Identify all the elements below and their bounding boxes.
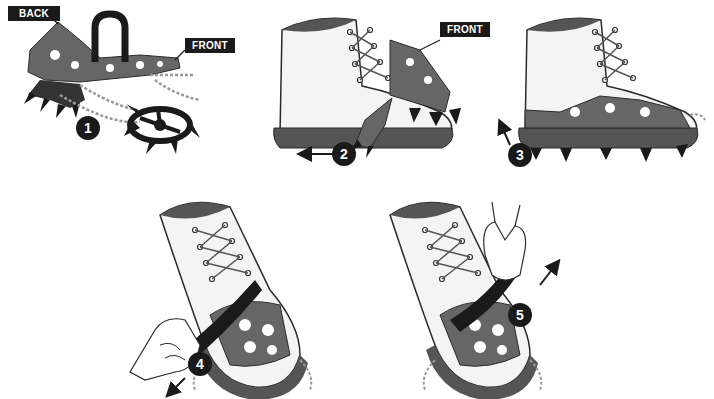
boot-step-four — [130, 203, 311, 399]
boot-step-three — [500, 18, 705, 162]
boot-step-two — [274, 18, 460, 158]
callout-number: 3 — [516, 147, 524, 163]
callout-number: 2 — [340, 146, 348, 162]
callout-number: 1 — [84, 120, 92, 136]
crampon — [24, 14, 200, 154]
callout-number: 5 — [516, 307, 524, 323]
direction-tag: FRONT — [440, 22, 490, 37]
step-number: 1 — [76, 116, 100, 140]
callout-number: 4 — [196, 356, 204, 372]
step-number: 5 — [508, 303, 532, 327]
boot-step-five — [390, 202, 558, 399]
tag-text: BACK — [19, 8, 49, 19]
direction-tag: BACK — [8, 6, 60, 21]
direction-tag: FRONT — [185, 38, 235, 53]
step-number: 4 — [188, 352, 212, 376]
step-number: 2 — [332, 142, 356, 166]
tag-text: FRONT — [192, 40, 228, 51]
tag-text: FRONT — [447, 24, 483, 35]
step-number: 3 — [508, 143, 532, 167]
